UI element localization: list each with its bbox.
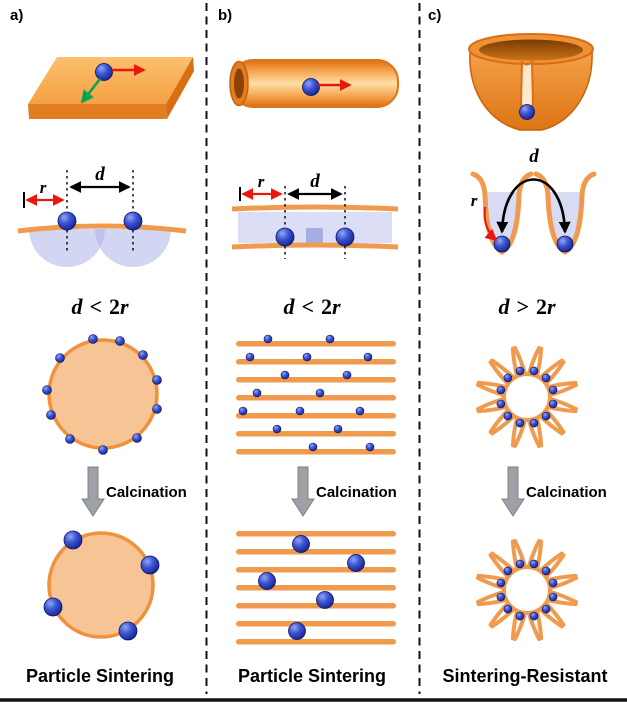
particle-sphere	[335, 227, 355, 247]
particle-sphere	[123, 211, 143, 231]
sphere-support-before	[42, 334, 162, 455]
particle-sphere	[519, 104, 535, 120]
radius-label: r	[258, 172, 265, 191]
distance-label: d	[95, 164, 105, 185]
cup-interior	[479, 39, 583, 61]
pore-block	[306, 228, 323, 244]
cross-section-c: d r	[470, 146, 597, 255]
caption-b: Particle Sintering	[238, 666, 386, 686]
motion-arrow-y-icon	[80, 78, 102, 104]
calcination-label-c: Calcination	[526, 484, 607, 501]
sphere-support-after	[43, 530, 160, 641]
cup-slit	[520, 61, 534, 113]
flower-support-before	[476, 346, 578, 448]
particle-sphere	[57, 211, 77, 231]
slab-side-face	[166, 57, 194, 119]
caption-c: Sintering-Resistant	[442, 666, 607, 686]
support-sphere	[47, 531, 155, 639]
cross-section-b: r d	[231, 171, 399, 259]
panel-c-label: c)	[428, 7, 441, 24]
sintered-particles	[258, 535, 365, 640]
radius-label: r	[471, 191, 478, 210]
distance-arc-arrow-icon	[496, 178, 571, 234]
particle-sphere	[556, 235, 574, 253]
calcination-arrow-icon	[291, 466, 315, 517]
inequality-a: d<2r	[71, 294, 129, 319]
panel-b: b) r d d<2r	[218, 7, 399, 686]
nanoparticle-dots	[238, 334, 375, 452]
tube-support-3d	[229, 59, 399, 108]
flower-support-after	[476, 539, 578, 641]
slab-top-face	[28, 57, 193, 104]
layered-support-after	[236, 531, 396, 645]
calcination-label-a: Calcination	[106, 484, 187, 501]
radius-label: r	[40, 178, 47, 197]
channel-wall-top	[231, 204, 399, 212]
panel-a: a) r d d<2r	[10, 7, 194, 686]
calcination-arrow-icon	[501, 466, 525, 517]
nanoparticle-dots	[42, 334, 162, 455]
particle-sphere	[95, 63, 113, 81]
distance-label: d	[310, 171, 320, 192]
particle-sphere	[275, 227, 295, 247]
cross-section-a: r d	[17, 164, 187, 267]
cup-support-3d	[468, 33, 594, 131]
panel-c: c) d r d>2r Calcination Sintering-Resist…	[428, 7, 608, 686]
flat-support-3d	[28, 57, 194, 119]
support-surface-line	[17, 223, 187, 234]
slab-front-face	[28, 104, 167, 119]
support-layers	[236, 531, 396, 645]
caption-a: Particle Sintering	[26, 666, 174, 686]
inequality-c: d>2r	[498, 294, 556, 319]
calcination-label-b: Calcination	[316, 484, 397, 501]
inequality-b: d<2r	[283, 294, 341, 319]
channel-wall-bottom	[231, 242, 399, 250]
radius-arc-arrow-icon	[483, 206, 498, 242]
support-layers	[236, 341, 396, 455]
panel-b-label: b)	[218, 7, 232, 24]
layered-support-before	[236, 334, 396, 455]
particle-sphere	[493, 235, 511, 253]
calcination-arrow-icon	[81, 466, 105, 517]
particle-sphere	[302, 78, 320, 96]
distance-label: d	[529, 146, 539, 167]
panel-a-label: a)	[10, 7, 23, 24]
sintered-particles	[43, 530, 160, 641]
tube-opening-inner	[234, 68, 244, 99]
